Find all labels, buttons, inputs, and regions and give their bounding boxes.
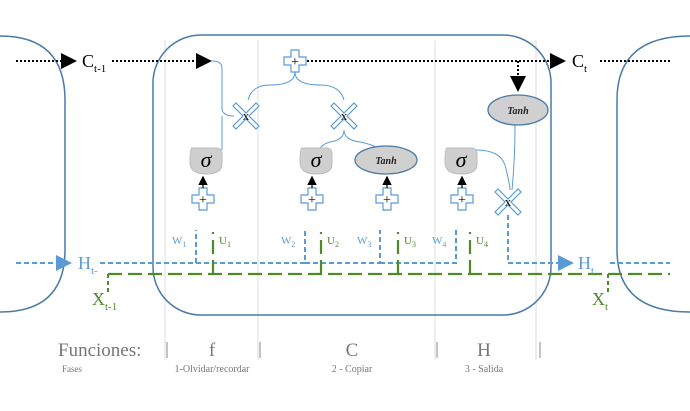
weight-w3-label: W3 <box>357 235 371 249</box>
functions-label: Funciones: <box>58 340 141 361</box>
next-hidden-state-label: Ht <box>578 253 594 277</box>
weight-u2-label: U2 <box>327 235 339 249</box>
output-sum-symbol: + <box>458 193 466 208</box>
function-f: f <box>209 340 216 361</box>
output-multiply-symbol: x <box>505 194 512 209</box>
next-input-label: Xt <box>592 289 608 313</box>
candidate-tanh-label: Tanh <box>375 156 397 167</box>
forget-sum-symbol: + <box>199 193 207 208</box>
input-multiply-symbol: x <box>341 108 348 123</box>
function-h: H <box>477 340 491 361</box>
prev-hidden-state-label: Ht- <box>78 253 98 277</box>
cell-state-line <box>16 53 670 92</box>
phase-2-label: 2 - Copiar <box>332 364 373 375</box>
output-tanh-node <box>487 94 549 126</box>
footer-separators <box>166 342 541 358</box>
cell-add-symbol: + <box>291 55 299 70</box>
prev-cell-state-label: Ct-1 <box>82 51 106 75</box>
candidate-sum-symbol: + <box>383 193 391 208</box>
weight-u1-label: U1 <box>219 235 231 249</box>
weight-w2-label: W2 <box>281 235 295 249</box>
activation-arrows <box>198 175 467 188</box>
output-sigma-symbol: σ <box>456 147 468 172</box>
phase-1-label: 1-Olvidar/recordar <box>175 364 251 375</box>
weight-w4-label: W4 <box>432 235 446 249</box>
lstm-cell-border <box>152 34 552 316</box>
input-line <box>108 232 670 276</box>
input-sum-symbol: + <box>308 193 316 208</box>
phase-3-label: 3 - Salida <box>465 364 504 375</box>
next-cell-border <box>616 35 690 313</box>
weight-u4-label: U4 <box>476 235 488 249</box>
phases-label: Fases <box>62 364 82 374</box>
phase-dividers <box>164 40 537 360</box>
weight-w1-label: W1 <box>172 235 186 249</box>
next-cell-state-label: Ct <box>572 51 587 75</box>
prev-input-label: Xt-1 <box>92 289 117 313</box>
hidden-state-line <box>16 215 670 271</box>
weight-u3-label: U3 <box>404 235 416 249</box>
input-sigma-symbol: σ <box>311 147 323 172</box>
function-c: C <box>346 340 359 361</box>
candidate-tanh-node <box>354 145 418 175</box>
prev-cell-border <box>0 35 66 313</box>
forget-multiply-symbol: x <box>243 108 250 123</box>
output-tanh-label: Tanh <box>507 106 529 117</box>
forget-sigma-symbol: σ <box>201 147 213 172</box>
